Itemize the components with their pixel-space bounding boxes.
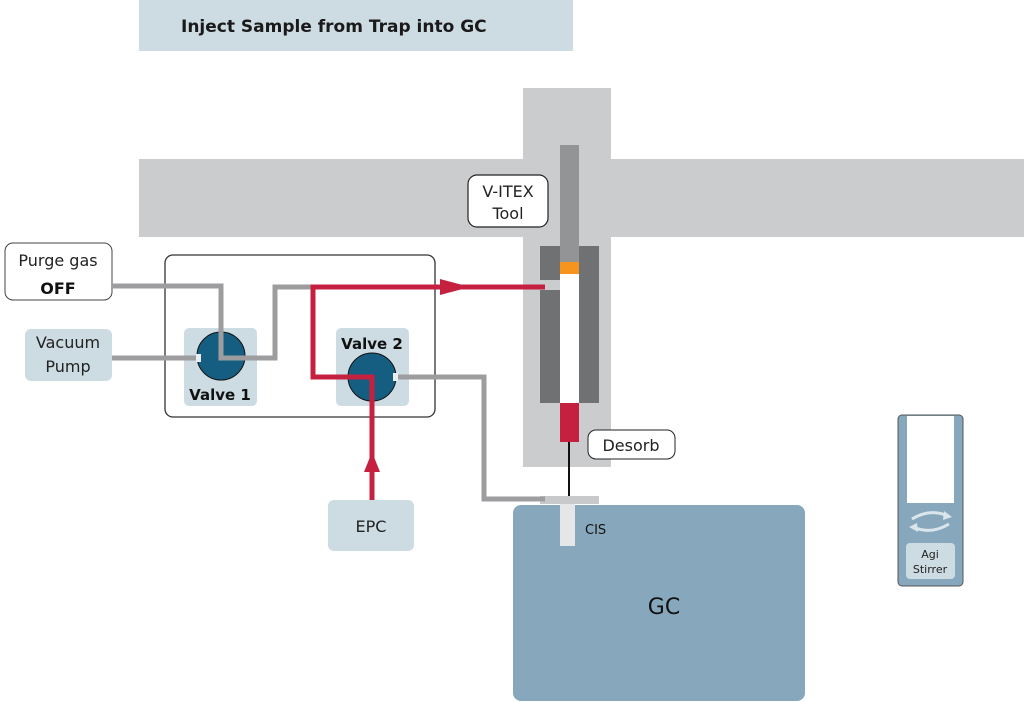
agi-label-line2: Stirrer [913,563,948,576]
purge-gas-state: OFF [40,279,75,298]
valve1-port [196,354,201,362]
desorb-label-box [587,429,676,460]
agi-vial-slot [907,416,954,503]
cis-label: CIS [585,523,606,538]
cis-inlet-plate [540,496,599,504]
vacuum-label-line1: Vacuum [36,333,100,352]
cis-liner [560,504,575,546]
purge-gas-label: Purge gas [18,251,97,270]
rotate-arrow-head-2 [909,523,918,532]
valve2-to-cis-pipe [395,374,545,502]
agi-label-line1: Agi [921,548,939,561]
flow-arrow-right-icon [440,279,470,295]
carrier-flow-path [310,284,545,500]
valve2-port [393,373,398,381]
vacuum-pump-node[interactable] [25,329,112,381]
valve2-label: Valve 2 [341,335,403,353]
heater-block-lower-left [540,290,560,403]
epc-node[interactable] [328,500,414,551]
rotate-arrow-head-1 [943,511,952,520]
desorb-label: Desorb [602,436,659,455]
title-banner [139,0,573,51]
vitex-label-line2: Tool [491,204,523,223]
page-title: Inject Sample from Trap into GC [181,17,487,37]
needle-heater [560,403,579,442]
flow-arrow-up-icon [364,452,380,472]
trap-packing [560,262,579,274]
agi-label-box [906,543,955,579]
vacuum-label-line2: Pump [45,357,90,376]
gc-label: GC [648,595,680,620]
trap-tube [560,262,579,403]
purge-gas-node[interactable] [4,242,113,301]
heater-block-right [579,246,599,403]
heater-block-upper-left [540,246,560,280]
gc-oven[interactable] [513,505,805,701]
plunger [560,145,579,263]
epc-label: EPC [356,517,387,536]
valve1-internal-path [218,286,275,361]
vitex-label-line1: V-ITEX [482,182,533,201]
vitex-tool-label-box [467,174,549,228]
valve1-label: Valve 1 [189,386,251,404]
